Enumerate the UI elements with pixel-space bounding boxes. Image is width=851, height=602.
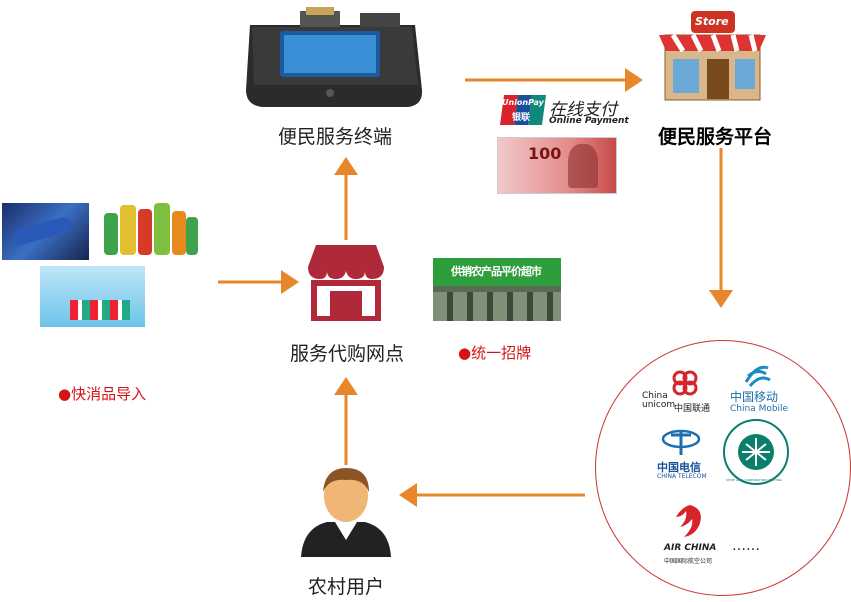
dairy-product-image [40, 266, 145, 327]
online-payment-en: Online Payment [549, 116, 629, 126]
unionpay-logo: UnionPay 银联 [500, 95, 546, 125]
china-telecom-cn-text: 中国电信 [657, 461, 701, 474]
unicom-logo: China unicom 中国联通 [642, 368, 722, 414]
node-outlet-label: 服务代购网点 [290, 343, 405, 365]
supermarket-sign-image: 供销农产品平价超市 [433, 258, 561, 321]
snack-product-image [2, 203, 89, 260]
store-image: Store [655, 5, 770, 105]
node-terminal-label: 便民服务终端 [278, 126, 393, 148]
more-partners-ellipsis: …… [732, 538, 760, 554]
air-china-phoenix-icon [676, 505, 701, 537]
unicom-cn-text: 中国联通 [674, 404, 711, 414]
state-grid-logo: STATE GRID CORPORATION OF CHINA [722, 418, 790, 486]
china-telecom-icon [661, 429, 701, 455]
unionpay-brand-text: UnionPay [502, 98, 544, 107]
state-grid-emblem-icon [723, 419, 789, 485]
china-mobile-en-text: China Mobile [730, 404, 789, 414]
state-grid-en-text: STATE GRID CORPORATION OF CHINA [726, 478, 782, 482]
banknote-value: 100 [528, 144, 562, 163]
china-mobile-icon [744, 365, 771, 387]
user-avatar-icon [297, 462, 395, 557]
china-telecom-logo: 中国电信 CHINA TELECOM [655, 425, 715, 485]
air-china-cn-text: 中国国际航空公司 [664, 558, 713, 565]
banknote-image: 100 [497, 137, 617, 194]
note-unified-signage: ●统一招牌 [458, 344, 532, 362]
drinks-product-image [98, 195, 201, 263]
online-payment-cn: 在线支付 [549, 100, 617, 120]
china-mobile-logo: 中国移动 China Mobile [730, 362, 790, 416]
air-china-en-text: AIR CHINA [664, 543, 717, 553]
china-telecom-en-text: CHINA TELECOM [657, 473, 707, 480]
store-sign-text: Store [695, 15, 729, 28]
china-mobile-cn-text: 中国移动 [730, 390, 779, 404]
pos-terminal-image [240, 5, 425, 115]
air-china-logo: AIR CHINA 中国国际航空公司 [660, 503, 720, 569]
supermarket-sign-text: 供销农产品平价超市 [451, 265, 542, 278]
outlet-store-icon [308, 243, 384, 322]
node-user-label: 农村用户 [308, 576, 385, 598]
note-fmcg-import: ●快消品导入 [58, 385, 147, 403]
node-platform-label: 便民服务平台 [658, 126, 773, 148]
unicom-en-text: China unicom [642, 391, 676, 410]
unicom-knot-icon [672, 370, 698, 396]
unionpay-cn-text: 银联 [512, 113, 531, 123]
